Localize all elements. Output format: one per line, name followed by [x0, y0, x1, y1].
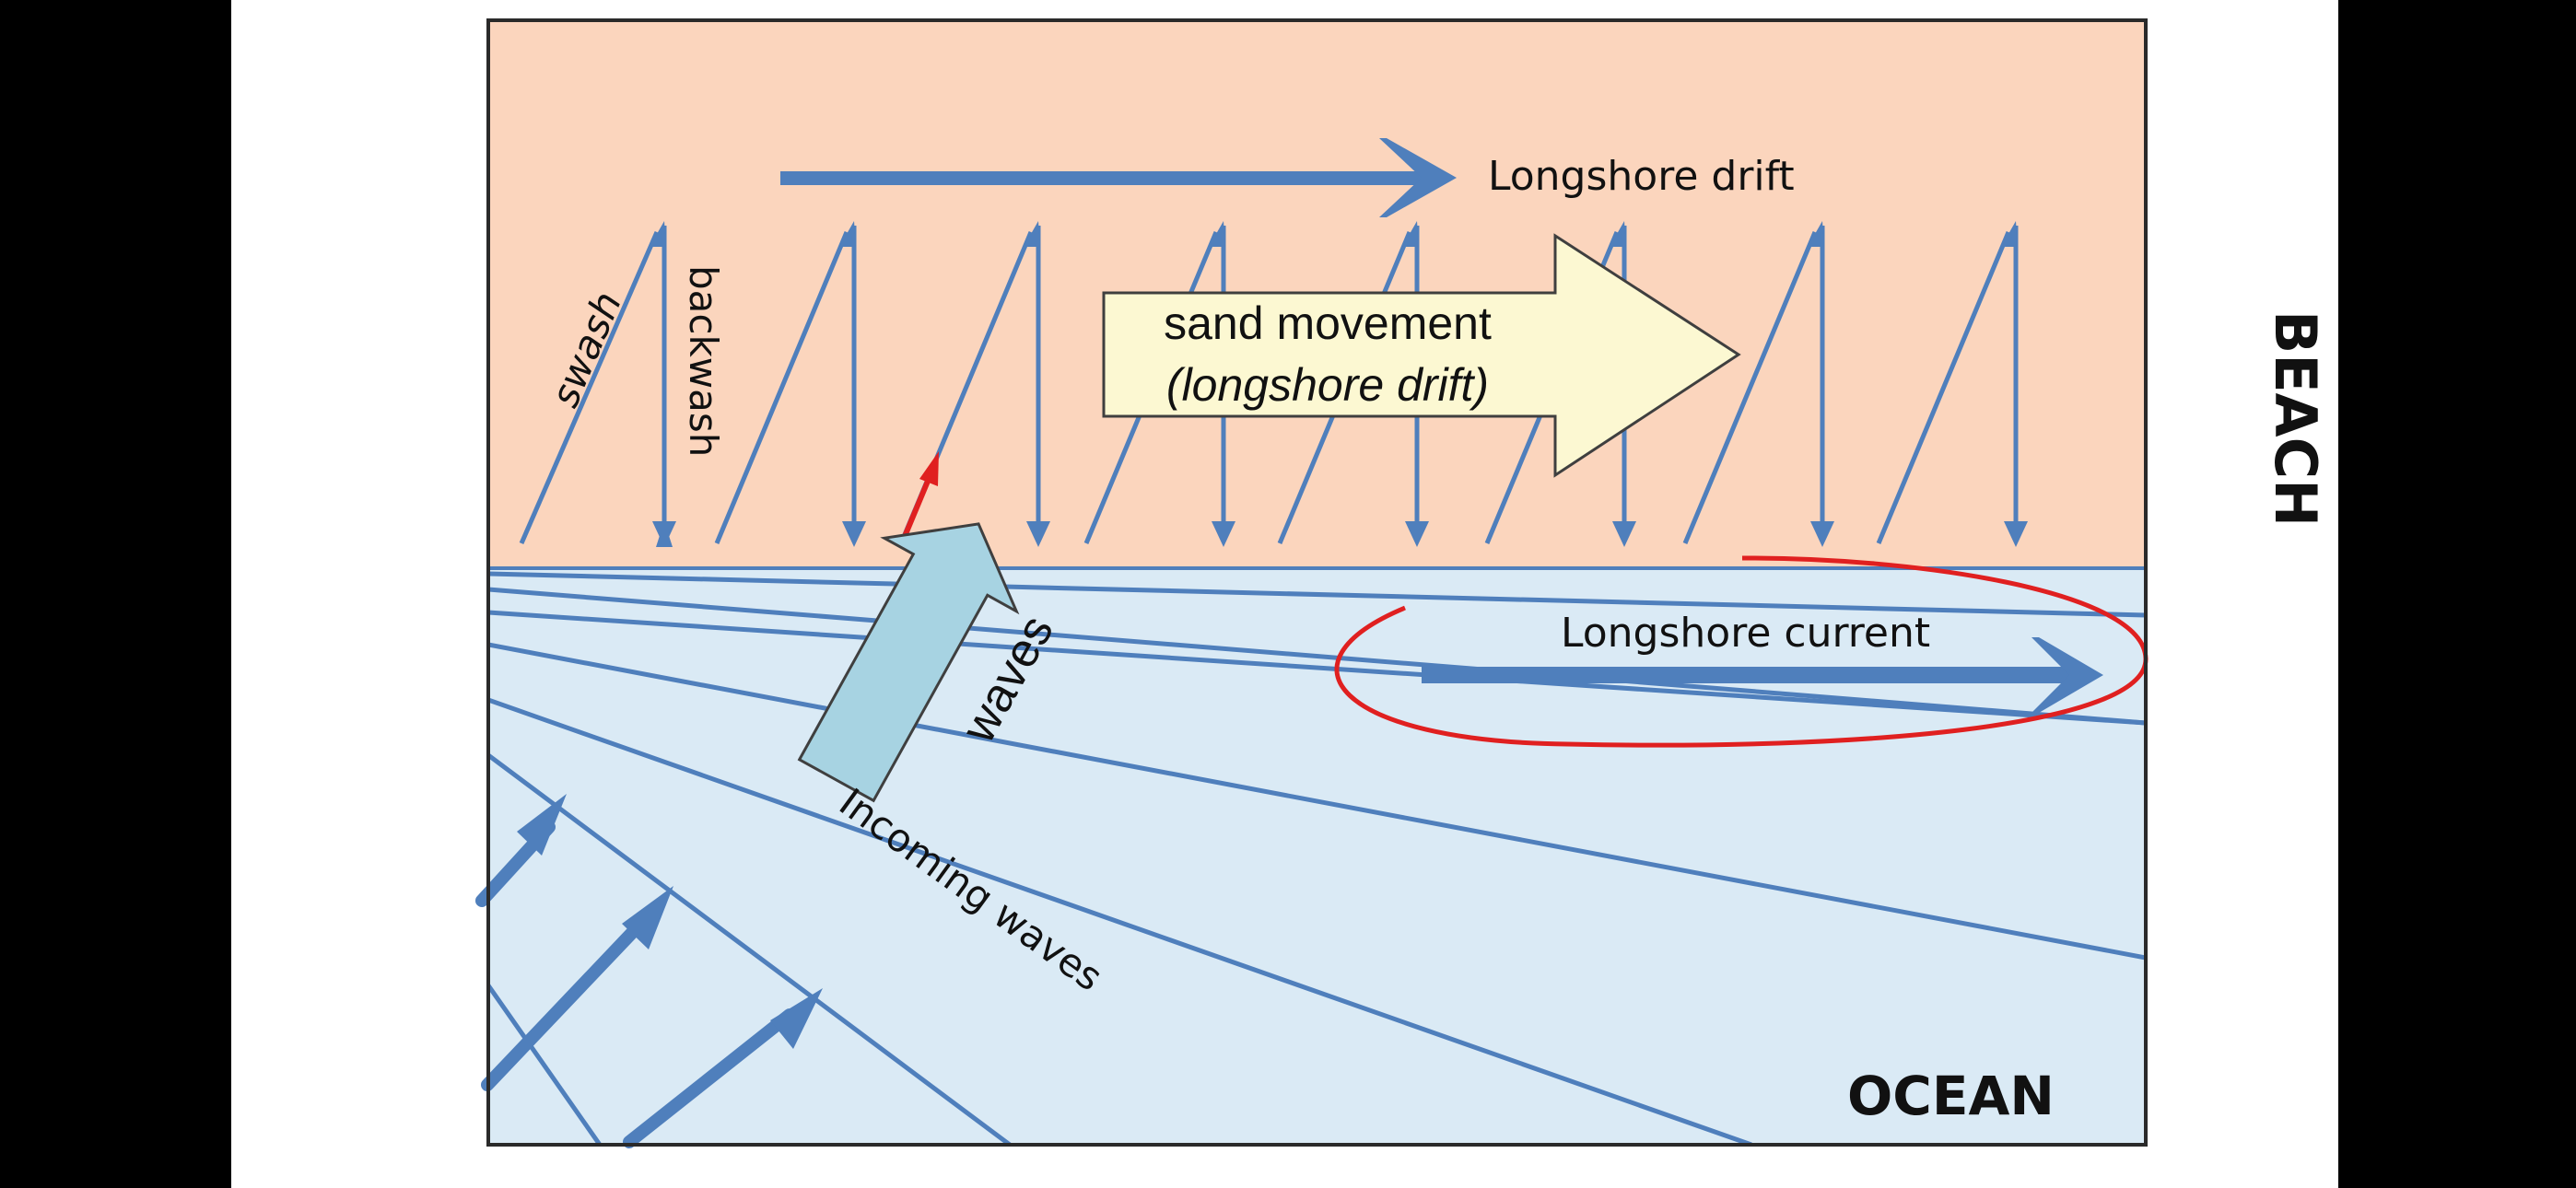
ocean-region: [488, 568, 2146, 1145]
red-highlight-ellipse-icon: [1334, 555, 2149, 748]
zigzag-arrowheads: [650, 221, 2028, 547]
right-letterbox-bar: [2338, 0, 2576, 1188]
longshore-current-arrow-icon: [1422, 637, 2103, 713]
incoming-wave-arrow-icon: [623, 988, 823, 1148]
incoming-wave-arrow-icon: [475, 794, 567, 907]
slide-area: Longshore drift swash backwash sand move…: [231, 0, 2338, 1188]
backwash-label: backwash: [681, 265, 726, 457]
diagram-frame: [486, 18, 2148, 1147]
waves-arrow-icon: [797, 522, 1020, 803]
longshore-drift-arrow-icon: [780, 138, 1457, 217]
wave-ray-lines: [488, 571, 2146, 1145]
sand-movement-label: sand movement: [1164, 297, 1492, 349]
incoming-wave-arrows: [475, 794, 823, 1148]
beach-label: BEACH: [2262, 310, 2329, 527]
longshore-current-label: Longshore current: [1561, 610, 1930, 657]
incoming-wave-arrow-icon: [481, 886, 673, 1091]
longshore-drift-label: Longshore drift: [1488, 153, 1795, 200]
sand-movement-sublabel: (longshore drift): [1166, 359, 1489, 411]
ocean-label: OCEAN: [1847, 1065, 2055, 1127]
sand-movement-arrow-icon: [1102, 233, 1741, 478]
left-letterbox-bar: [0, 0, 231, 1188]
longshore-drift-diagram: Longshore drift swash backwash sand move…: [475, 18, 2329, 1148]
